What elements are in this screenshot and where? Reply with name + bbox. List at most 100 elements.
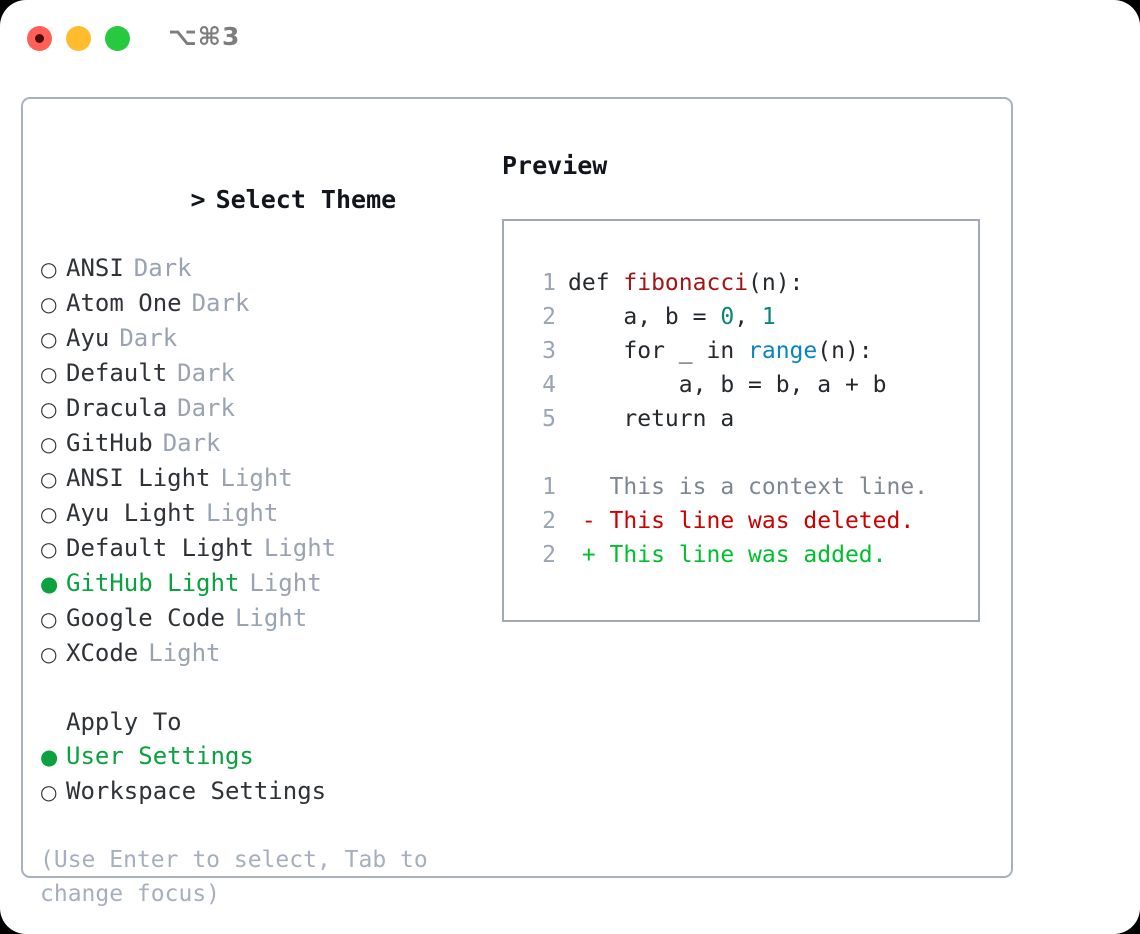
- title-bar: ⌥⌘3: [0, 0, 1140, 78]
- code-token: return a: [568, 406, 735, 432]
- line-number: 1: [542, 270, 556, 296]
- code-line-text: a, b = 0, 1: [568, 300, 775, 334]
- code-token: ,: [734, 304, 762, 330]
- line-number: 5: [542, 406, 556, 432]
- theme-option-github[interactable]: ○ GitHub Dark: [40, 426, 480, 461]
- select-theme-heading: > Select Theme: [40, 149, 480, 251]
- code-token: 0: [720, 304, 735, 330]
- line-number: 2: [542, 542, 556, 568]
- theme-variant-badge: Light: [206, 499, 279, 527]
- code-token: (n):: [748, 270, 804, 296]
- code-token: (n):: [817, 338, 873, 364]
- theme-variant-badge: Dark: [191, 289, 250, 317]
- code-line: 3 for _ in range(n):: [524, 334, 978, 368]
- apply-to-heading: Apply To: [66, 708, 182, 736]
- theme-option-ayu[interactable]: ○ Ayu Dark: [40, 321, 480, 356]
- keyboard-shortcut-label: ⌥⌘3: [168, 22, 241, 51]
- radio-selected-icon: ●: [40, 745, 59, 769]
- code-token: range: [748, 338, 818, 364]
- minimize-button[interactable]: [66, 26, 91, 51]
- theme-option-label: Default: [66, 359, 168, 387]
- radio-unselected-icon: ○: [40, 537, 58, 561]
- section-spacer: [40, 671, 480, 705]
- diff-line: 2 + This line was added.: [524, 538, 978, 572]
- theme-option-label: Dracula: [66, 394, 168, 422]
- code-token: fibonacci: [623, 270, 749, 296]
- radio-unselected-icon: ○: [40, 432, 58, 456]
- theme-option-label: Ayu Light: [66, 499, 197, 527]
- code-diff-spacer: [524, 436, 978, 470]
- theme-option-github-light[interactable]: ● GitHub Light Light: [40, 566, 480, 601]
- code-token: for _ in: [568, 338, 749, 364]
- theme-variant-badge: Light: [220, 464, 293, 492]
- diff-line-text: + This line was added.: [568, 542, 887, 568]
- radio-unselected-icon: ○: [40, 292, 58, 316]
- theme-option-label: GitHub: [66, 429, 153, 457]
- preview-heading: Preview: [502, 151, 608, 180]
- maximize-button[interactable]: [105, 26, 130, 51]
- radio-unselected-icon: ○: [40, 642, 58, 666]
- diff-line-text: - This line was deleted.: [568, 508, 915, 534]
- theme-option-atom-one[interactable]: ○ Atom One Dark: [40, 286, 480, 321]
- code-line-text: a, b = b, a + b: [568, 368, 887, 402]
- diff-sample: 1 This is a context line.2 - This line w…: [524, 470, 978, 572]
- keyboard-hint-text: (Use Enter to select, Tab to change focu…: [40, 847, 442, 907]
- window-controls: [27, 26, 130, 51]
- radio-unselected-icon: ○: [40, 327, 58, 351]
- line-number: 2: [542, 304, 556, 330]
- radio-unselected-icon: ○: [40, 362, 58, 386]
- theme-option-default-light[interactable]: ○ Default Light Light: [40, 531, 480, 566]
- radio-unselected-icon: ○: [40, 502, 58, 526]
- radio-unselected-icon: ○: [40, 607, 58, 631]
- diff-line: 1 This is a context line.: [524, 470, 978, 504]
- theme-variant-badge: Light: [148, 639, 221, 667]
- diff-line: 2 - This line was deleted.: [524, 504, 978, 538]
- theme-option-default[interactable]: ○ Default Dark: [40, 356, 480, 391]
- line-number: 3: [542, 338, 556, 364]
- theme-option-label: Default Light: [66, 534, 254, 562]
- theme-option-label: ANSI: [66, 254, 124, 282]
- radio-unselected-icon: ○: [40, 257, 58, 281]
- theme-variant-badge: Light: [263, 534, 337, 562]
- caret-icon: >: [190, 185, 206, 214]
- theme-variant-badge: Dark: [119, 324, 178, 352]
- apply-to-option-workspace-settings[interactable]: ○Workspace Settings: [40, 774, 480, 809]
- line-number: 4: [542, 372, 556, 398]
- theme-option-ayu-light[interactable]: ○ Ayu Light Light: [40, 496, 480, 531]
- theme-option-label: XCode: [66, 639, 139, 667]
- code-line: 4 a, b = b, a + b: [524, 368, 978, 402]
- radio-selected-icon: ●: [40, 572, 59, 596]
- select-theme-label: Select Theme: [215, 185, 397, 214]
- theme-option-xcode[interactable]: ○ XCode Light: [40, 636, 480, 671]
- apply-to-list: ●User Settings○Workspace Settings: [40, 739, 480, 809]
- close-button[interactable]: [27, 26, 52, 51]
- code-line: 1 def fibonacci(n):: [524, 266, 978, 300]
- diff-line-text: This is a context line.: [568, 474, 929, 500]
- apply-to-option-label: Workspace Settings: [66, 777, 327, 805]
- code-line-text: def fibonacci(n):: [568, 266, 803, 300]
- theme-variant-badge: Dark: [177, 359, 235, 387]
- apply-to-option-user-settings[interactable]: ●User Settings: [40, 739, 480, 774]
- theme-option-label: Atom One: [66, 289, 182, 317]
- theme-variant-badge: Light: [234, 604, 308, 632]
- theme-option-label: Ayu: [66, 324, 110, 352]
- theme-variant-badge: Dark: [177, 394, 235, 422]
- line-number: 2: [542, 508, 556, 534]
- code-token: def: [568, 270, 624, 296]
- theme-option-label: GitHub Light: [66, 569, 240, 597]
- code-line-text: return a: [568, 402, 734, 436]
- theme-variant-badge: Light: [249, 569, 322, 597]
- code-line: 5 return a: [524, 402, 978, 436]
- theme-variant-badge: Dark: [162, 429, 221, 457]
